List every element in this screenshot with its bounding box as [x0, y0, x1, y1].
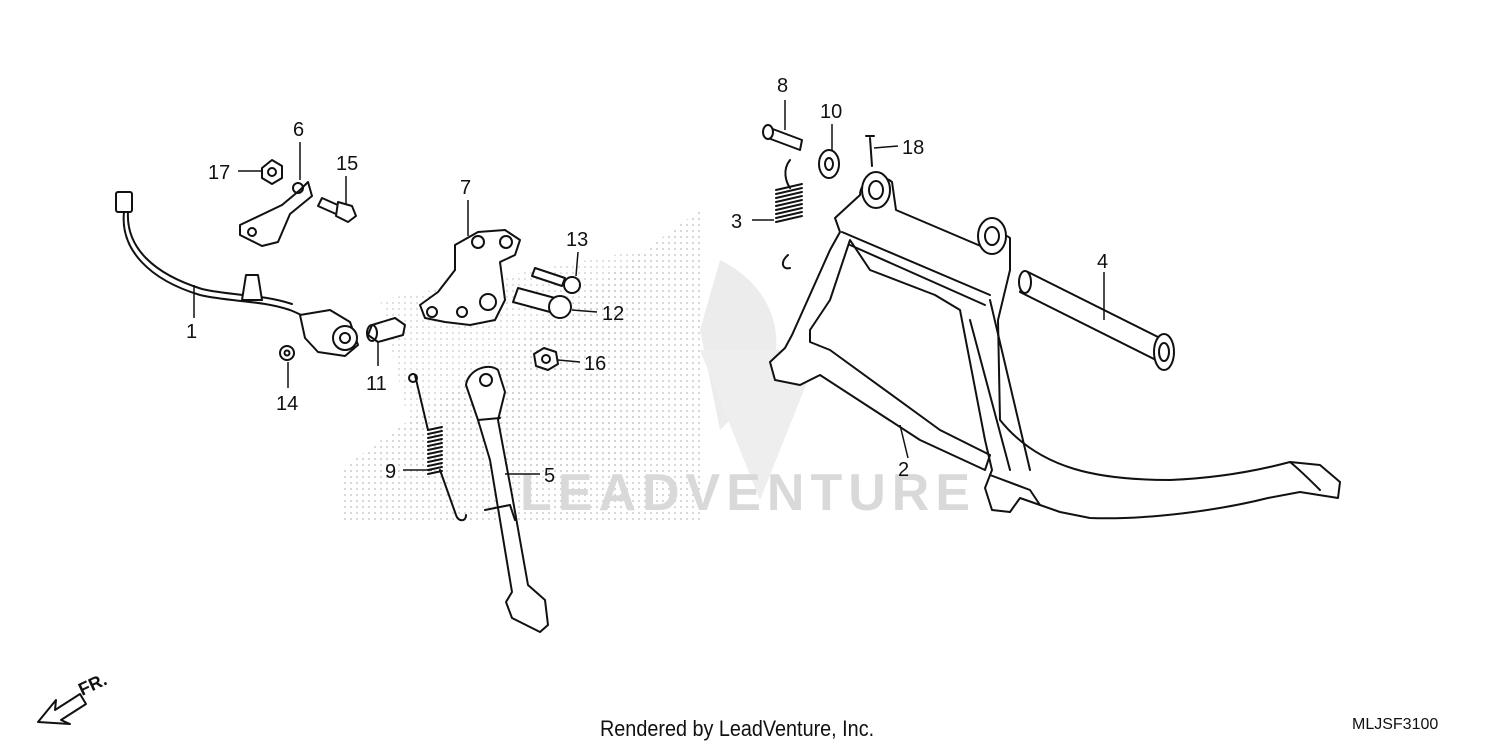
main-stand-shaft	[1018, 270, 1175, 371]
callout-16: 16	[584, 353, 606, 375]
callout-4: 4	[1097, 251, 1108, 273]
callout-14: 14	[276, 393, 298, 415]
pivot-bolt-12	[512, 287, 572, 319]
callout-9: 9	[385, 461, 396, 483]
callout-1: 1	[186, 321, 197, 343]
render-credit: Rendered by LeadVenture, Inc.	[600, 716, 875, 741]
side-stand-switch	[115, 191, 359, 357]
callout-12: 12	[602, 303, 624, 325]
callout-18: 18	[902, 137, 924, 159]
callout-10: 10	[820, 101, 842, 123]
main-stand-spring	[775, 159, 803, 270]
callout-2: 2	[898, 459, 909, 481]
callout-11: 11	[366, 373, 387, 395]
watermark-text: LEADVENTURE	[520, 464, 976, 522]
arrow-icon	[37, 693, 87, 725]
cotter-pin-18	[865, 135, 875, 167]
callout-5: 5	[544, 465, 555, 487]
side-stand-bracket	[419, 229, 521, 326]
callout-7: 7	[460, 177, 471, 199]
bolt-15	[317, 197, 357, 223]
callout-17: 17	[208, 162, 230, 184]
flange-nut-17	[261, 159, 283, 185]
switch-bracket	[239, 181, 313, 247]
callout-15: 15	[336, 153, 358, 175]
callout-8: 8	[777, 75, 788, 97]
bolt-13	[531, 267, 581, 294]
callout-labels: 1 2 3 4 5 6 7 8 9 10 11 12 13 14 15 16 1…	[186, 75, 1108, 487]
washer-10	[818, 149, 840, 179]
screw-14	[279, 345, 295, 361]
callout-13: 13	[566, 229, 588, 251]
nut-16	[533, 347, 559, 371]
diagram-code: MLJSF3100	[1352, 716, 1439, 733]
side-stand-spring	[408, 373, 467, 522]
callout-3: 3	[731, 211, 742, 233]
pin-8	[762, 124, 803, 151]
leader-lines	[193, 100, 1105, 475]
side-stand	[465, 365, 549, 633]
collar-11	[366, 317, 406, 343]
main-stand	[769, 171, 1341, 520]
front-direction-indicator: FR.	[37, 669, 110, 725]
callout-6: 6	[293, 119, 304, 141]
